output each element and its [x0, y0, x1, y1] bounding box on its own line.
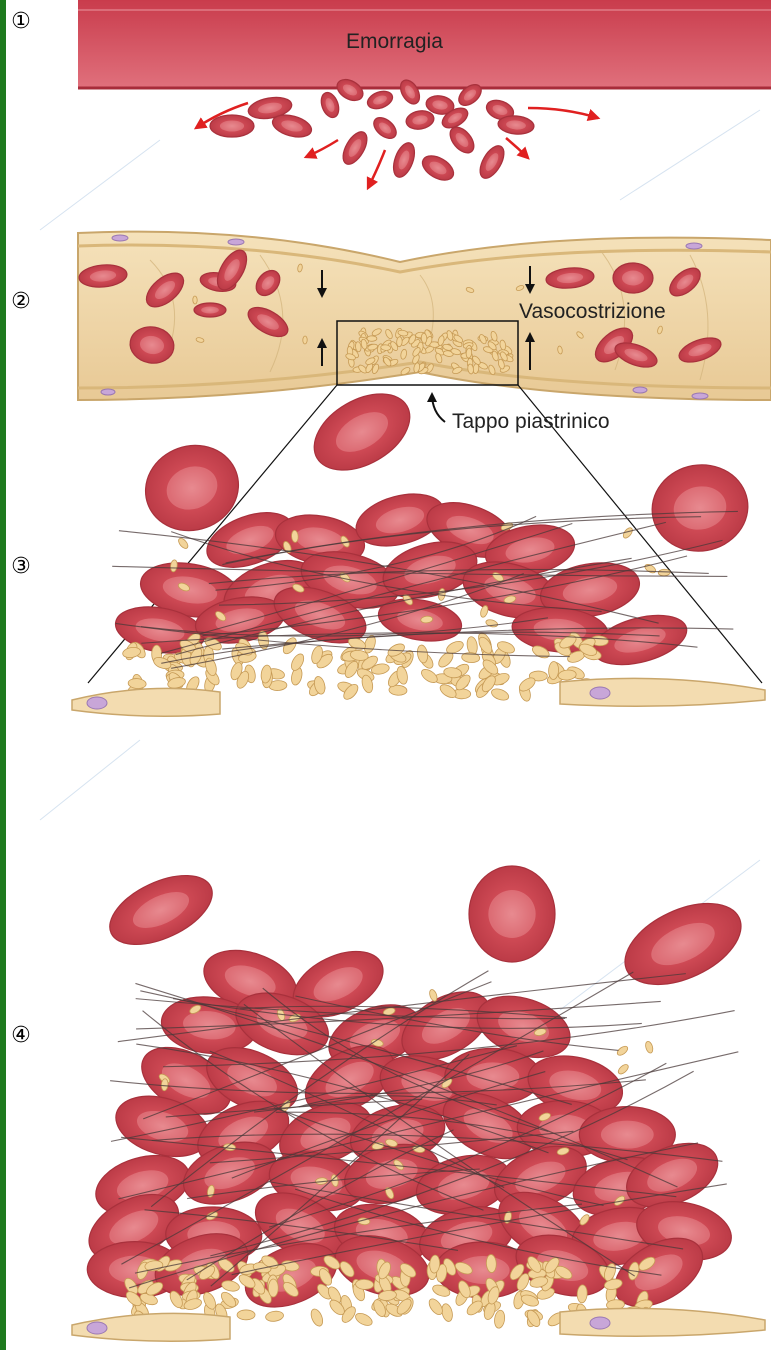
- tappo-piastrinico-label: Tappo piastrinico: [452, 410, 610, 434]
- red-blood-cell-icon: [405, 109, 436, 132]
- red-blood-cell-icon: [318, 90, 342, 120]
- red-blood-cell-icon: [612, 887, 753, 1001]
- platelet-icon: [309, 1307, 325, 1327]
- red-blood-cell-icon: [497, 114, 534, 135]
- platelet-icon: [396, 337, 402, 347]
- platelet-icon: [265, 1310, 284, 1322]
- platelet-icon: [466, 348, 472, 358]
- red-blood-cell-icon: [475, 142, 509, 182]
- platelet-icon: [354, 1311, 375, 1328]
- red-blood-cell-icon: [194, 303, 226, 317]
- platelet-icon: [177, 537, 190, 550]
- step-3-clot: [72, 378, 765, 716]
- emorragia-label: Emorragia: [346, 30, 443, 54]
- red-blood-cell-icon: [210, 115, 254, 137]
- platelet-icon: [479, 605, 489, 618]
- vasocostrizione-label: Vasocostrizione: [519, 300, 666, 324]
- platelet-icon: [644, 1041, 654, 1054]
- red-blood-cell-icon: [338, 128, 372, 168]
- step-2-vessel: [78, 232, 771, 400]
- red-blood-cell-icon: [613, 263, 653, 293]
- step-4-clot: [72, 861, 765, 1341]
- red-blood-cell-icon: [365, 88, 395, 112]
- platelet-icon: [289, 652, 306, 673]
- red-blood-cell-icon: [389, 140, 418, 180]
- platelet-icon: [193, 296, 198, 304]
- hemorrhage-cells: [210, 75, 535, 185]
- platelet-icon: [617, 1063, 630, 1076]
- platelet-icon: [303, 336, 308, 344]
- red-blood-cell-icon: [645, 457, 754, 558]
- red-blood-cell-icon: [301, 378, 423, 485]
- platelet-icon: [490, 687, 510, 703]
- platelet-icon: [658, 569, 670, 576]
- red-blood-cell-icon: [99, 861, 222, 958]
- red-blood-cell-icon: [418, 151, 457, 185]
- platelet-icon: [416, 644, 429, 663]
- platelet-icon: [485, 618, 498, 628]
- platelet-icon: [493, 1310, 505, 1329]
- red-blood-cell-icon: [469, 866, 555, 962]
- platelet-icon: [421, 333, 427, 343]
- red-blood-cell-icon: [370, 114, 400, 143]
- platelet-icon: [380, 344, 391, 350]
- platelet-icon: [268, 1279, 278, 1297]
- platelet-icon: [237, 1310, 255, 1320]
